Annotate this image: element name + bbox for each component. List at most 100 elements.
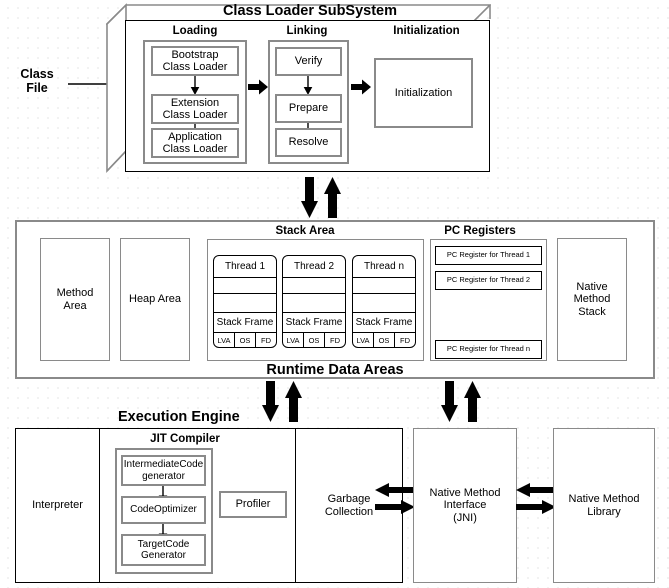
linking-phase-title: Linking: [286, 25, 328, 38]
extension-class-loader-line1: Extension: [170, 96, 220, 109]
thread-box[interactable]: Thread n Stack Frame LVA OS FD: [352, 255, 416, 348]
runtime-to-engine-down-arrow-left: [262, 381, 279, 422]
pc-register-item[interactable]: PC Register for Thread n: [435, 340, 542, 359]
intermediate-code-generator-line2: generator: [142, 470, 185, 482]
linking-to-initialization-arrow: [351, 79, 371, 95]
prepare-node[interactable]: Prepare: [275, 94, 342, 123]
stack-frame-label: Stack Frame: [283, 313, 345, 333]
thread-empty-row: [353, 278, 415, 294]
loader-to-runtime-down-arrow: [301, 177, 318, 218]
stack-frame-fd: FD: [261, 335, 271, 345]
application-class-loader-node[interactable]: Application Class Loader: [151, 128, 239, 158]
thread-box[interactable]: Thread 2 Stack Frame LVA OS FD: [282, 255, 346, 348]
runtime-to-loader-up-arrow: [324, 177, 341, 218]
native-method-interface-line2: Interface: [443, 499, 487, 512]
jni-to-runtime-up-arrow-right: [464, 381, 481, 422]
class-file-label-line1: Class: [20, 67, 54, 81]
runtime-data-areas-title: Runtime Data Areas: [266, 361, 404, 378]
thread-empty-row: [283, 278, 345, 294]
thread-empty-row: [283, 294, 345, 313]
native-method-interface-line1: Native Method: [429, 487, 501, 500]
pc-register-item-label: PC Register for Thread n: [446, 344, 531, 354]
thread-empty-row: [214, 278, 276, 294]
code-optimizer-node[interactable]: CodeOptimizer: [121, 496, 206, 524]
application-class-loader-line1: Application: [168, 130, 222, 143]
class-loader-subsystem-title: Class Loader SubSystem: [222, 3, 398, 20]
code-optimizer-label: CodeOptimizer: [130, 504, 197, 516]
pc-registers-title: PC Registers: [444, 224, 516, 237]
stack-frame-lva: LVA: [214, 333, 235, 347]
stack-frame-lva: LVA: [283, 333, 304, 347]
initialization-phase-title: Initialization: [393, 25, 460, 38]
execution-engine-divider: [295, 429, 296, 582]
profiler-node[interactable]: Profiler: [219, 491, 287, 518]
native-method-stack-line3: Stack: [578, 305, 606, 318]
application-class-loader-line2: Class Loader: [162, 143, 228, 155]
verify-to-prepare-arrow: [302, 76, 314, 95]
engine-to-runtime-up-arrow-left: [285, 381, 302, 422]
stack-frame-label: Stack Frame: [353, 313, 415, 333]
thread-box[interactable]: Thread 1 Stack Frame LVA OS FD: [213, 255, 277, 348]
loading-to-linking-arrow: [248, 79, 268, 95]
native-method-library-line2: Library: [587, 505, 621, 518]
native-method-stack-line2: Method: [573, 293, 611, 306]
heap-area-box[interactable]: Heap Area: [120, 238, 190, 361]
stack-frame-fd: FD: [330, 335, 340, 345]
bootstrap-class-loader-node[interactable]: Bootstrap Class Loader: [151, 46, 239, 76]
intermediate-code-generator-line1: IntermediateCode: [123, 459, 204, 471]
stack-frame-os: OS: [304, 333, 325, 347]
class-file-label: Class File: [8, 62, 66, 100]
native-method-stack-box[interactable]: Native Method Stack: [557, 238, 627, 361]
target-code-generator-node[interactable]: TargetCode Generator: [121, 534, 206, 566]
stack-frame-os: OS: [374, 333, 395, 347]
gc-to-jni-arrow: [375, 500, 415, 514]
verify-label: Verify: [294, 55, 323, 68]
bootstrap-to-extension-arrow: [189, 76, 201, 95]
jni-to-library-arrow: [516, 500, 556, 514]
method-area-box[interactable]: Method Area: [40, 238, 110, 361]
garbage-collection-line2: Collection: [324, 505, 374, 518]
bootstrap-class-loader-line1: Bootstrap: [171, 48, 219, 61]
jni-to-gc-arrow: [375, 483, 415, 497]
garbage-collection-box[interactable]: Garbage Collection: [296, 429, 402, 582]
initialization-node[interactable]: Initialization: [374, 58, 473, 128]
garbage-collection-line1: Garbage: [327, 493, 371, 506]
resolve-node[interactable]: Resolve: [275, 128, 342, 157]
interpreter-box[interactable]: Interpreter: [16, 429, 100, 582]
prepare-label: Prepare: [288, 102, 329, 115]
stack-area-title: Stack Area: [275, 224, 335, 237]
library-to-jni-arrow: [516, 483, 556, 497]
resolve-label: Resolve: [288, 136, 329, 149]
intermediate-code-generator-node[interactable]: IntermediateCode generator: [121, 455, 206, 486]
pc-register-item-label: PC Register for Thread 2: [446, 275, 531, 285]
execution-engine-title: Execution Engine: [118, 409, 240, 425]
thread-name-label: Thread 1: [214, 256, 276, 278]
thread-empty-row: [353, 294, 415, 313]
native-method-library-box[interactable]: Native Method Library: [553, 428, 655, 583]
runtime-to-jni-down-arrow-right: [441, 381, 458, 422]
stack-frame-lva: LVA: [353, 333, 374, 347]
verify-node[interactable]: Verify: [275, 47, 342, 76]
stack-frame-os: OS: [235, 333, 256, 347]
thread-name-label: Thread n: [353, 256, 415, 278]
method-area-line2: Area: [63, 299, 87, 312]
target-code-generator-line2: Generator: [140, 550, 187, 561]
thread-name-label: Thread 2: [283, 256, 345, 278]
profiler-label: Profiler: [235, 498, 271, 511]
pc-register-item-label: PC Register for Thread 1: [446, 250, 531, 260]
pc-register-item[interactable]: PC Register for Thread 2: [435, 271, 542, 290]
class-file-label-line2: File: [26, 81, 48, 95]
jit-compiler-title: JIT Compiler: [150, 432, 220, 445]
extension-class-loader-node[interactable]: Extension Class Loader: [151, 94, 239, 124]
interpreter-label: Interpreter: [32, 499, 83, 512]
native-method-interface-line3: (JNI): [453, 511, 477, 524]
linking-phase-panel: [268, 40, 349, 164]
stack-frame-fd: FD: [400, 335, 410, 345]
native-method-stack-line1: Native: [576, 281, 608, 294]
native-method-library-line1: Native Method: [568, 493, 640, 506]
initialization-label: Initialization: [394, 86, 453, 99]
loading-phase-panel: [143, 40, 247, 164]
pc-register-item[interactable]: PC Register for Thread 1: [435, 246, 542, 265]
native-method-interface-box[interactable]: Native Method Interface (JNI): [413, 428, 517, 583]
bootstrap-class-loader-line2: Class Loader: [162, 61, 228, 73]
